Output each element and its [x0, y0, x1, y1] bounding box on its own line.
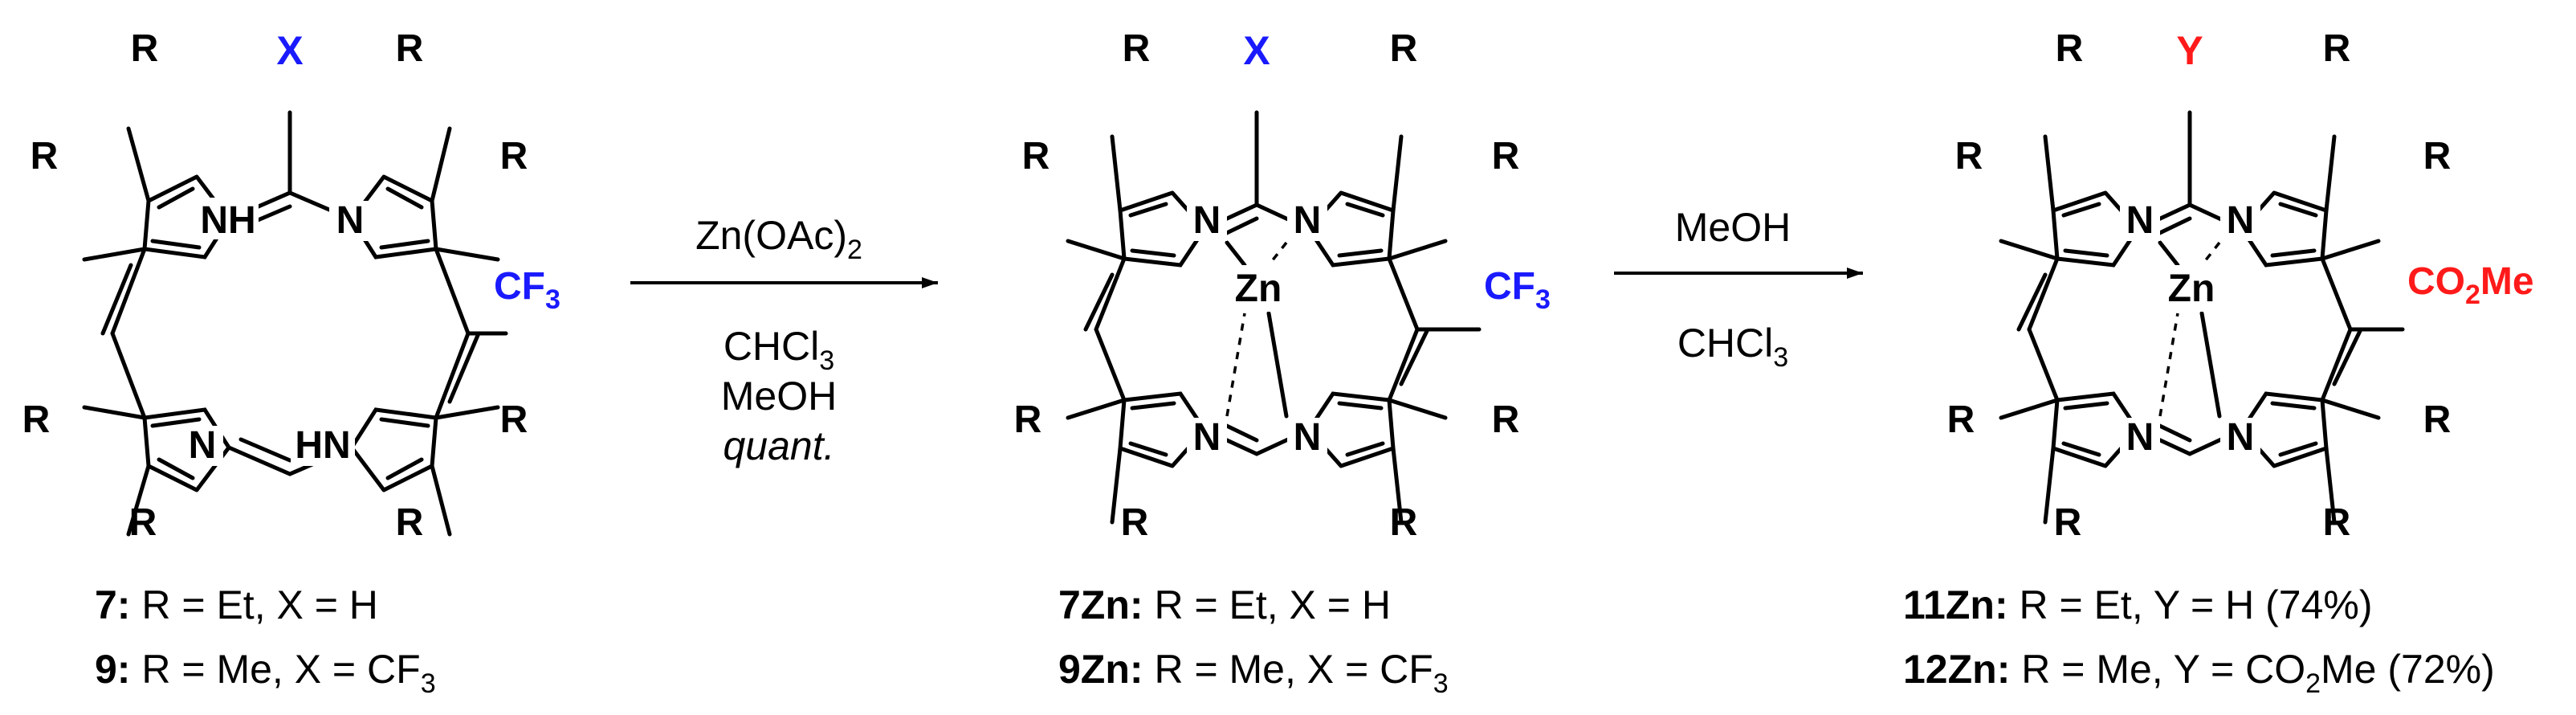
atom-r: R [2323, 27, 2351, 70]
reaction-arrow-2: MeOH CHCl3 [1614, 205, 1863, 373]
atom-r: R [500, 135, 528, 178]
atom-r: R [31, 135, 59, 178]
atom-nh: NH [200, 199, 255, 242]
atom-r: R [2056, 27, 2084, 70]
atom-r: R [1390, 501, 1418, 544]
atom-r: R [22, 398, 51, 441]
caption-12zn: 12Zn: R = Me, Y = CO2Me (72%) [1903, 647, 2495, 699]
caption-7zn: 7Zn: R = Et, X = H [1058, 582, 1391, 627]
atom-zn: Zn [1235, 268, 1282, 310]
arrow1-yield: quant. [723, 423, 834, 468]
atom-n: N [2126, 416, 2154, 459]
atom-cf3: CF3 [494, 265, 560, 315]
atom-r: R [2054, 501, 2082, 544]
atom-r: R [1492, 398, 1520, 441]
atom-r: R [2423, 398, 2452, 441]
porphyrin-free-base [82, 110, 508, 537]
atom-labels: NH N N HN X R R R R R R R R CF3 N N N N … [22, 27, 2534, 544]
atom-r: R [129, 501, 157, 544]
atom-n: N [1193, 199, 1221, 242]
porphyrin-zinc-2 [1999, 110, 2405, 525]
atom-y: Y [2176, 28, 2203, 73]
atom-r: R [1492, 135, 1520, 178]
atom-n: N [189, 424, 217, 467]
atom-zn: Zn [2168, 268, 2215, 310]
arrow2-reagent: MeOH [1675, 205, 1791, 250]
atom-r: R [1123, 27, 1151, 70]
atom-n: N [2126, 199, 2154, 242]
atom-n: N [1193, 416, 1221, 459]
atom-n: N [336, 199, 365, 242]
caption-9zn: 9Zn: R = Me, X = CF3 [1058, 647, 1449, 699]
atom-r: R [1947, 398, 1975, 441]
atom-r: R [1390, 27, 1418, 70]
arrow1-solvent-2: MeOH [721, 374, 837, 419]
atom-r: R [2423, 135, 2452, 178]
caption-11zn: 11Zn: R = Et, Y = H (74%) [1903, 582, 2373, 627]
compound-captions: 7: R = Et, X = H 9: R = Me, X = CF3 7Zn:… [95, 582, 2495, 699]
caption-9: 9: R = Me, X = CF3 [95, 647, 436, 699]
arrow2-solvent: CHCl3 [1677, 321, 1788, 373]
atom-n: N [1294, 416, 1322, 459]
reaction-arrow-1: Zn(OAc)2 CHCl3 MeOH quant. [630, 213, 938, 468]
atom-r: R [131, 27, 159, 70]
arrow1-solvent-1: CHCl3 [723, 324, 834, 376]
atom-r: R [1955, 135, 1983, 178]
atom-x: X [1243, 28, 1270, 73]
atom-cf3: CF3 [1484, 265, 1551, 315]
atom-r: R [500, 398, 528, 441]
atom-n: N [2227, 199, 2255, 242]
atom-r: R [1121, 501, 1149, 544]
atom-x: X [276, 28, 303, 73]
porphyrin-zinc-1 [1066, 110, 1482, 525]
atom-r: R [1022, 135, 1050, 178]
caption-7: 7: R = Et, X = H [95, 582, 378, 627]
atom-r: R [2323, 501, 2351, 544]
atom-hn: HN [295, 424, 350, 467]
atom-r: R [396, 27, 424, 70]
atom-r: R [1014, 398, 1042, 441]
atom-n: N [1294, 199, 1322, 242]
arrow1-reagent: Zn(OAc)2 [695, 213, 862, 265]
atom-co2me: CO2Me [2407, 260, 2534, 310]
atom-n: N [2227, 416, 2255, 459]
atom-r: R [396, 501, 424, 544]
